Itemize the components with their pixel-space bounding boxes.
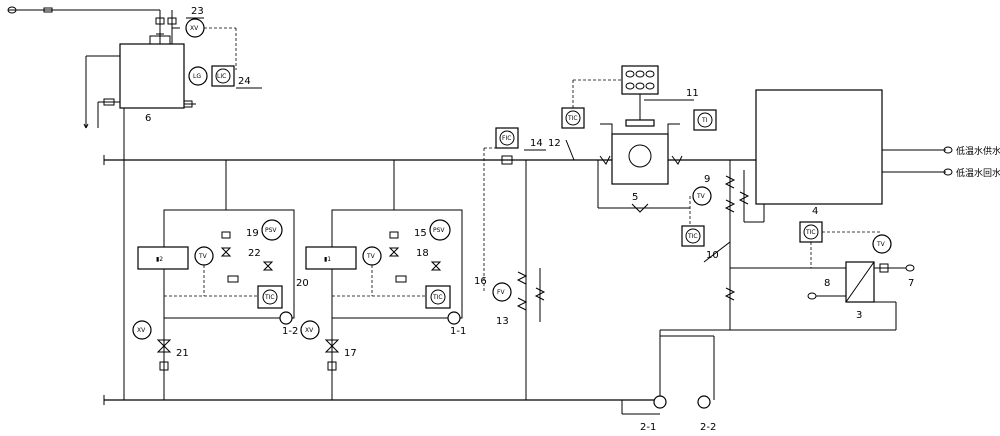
pump-1-1 — [447, 311, 461, 325]
label-24: 24 — [238, 76, 251, 87]
fic-label: FIC — [502, 135, 511, 142]
label-14: 14 — [530, 138, 543, 149]
label-7: 7 — [908, 278, 914, 289]
lg-instrument — [188, 66, 208, 86]
label-11: 11 — [686, 88, 699, 99]
label-1-2: 1-2 — [282, 326, 298, 337]
psv-left — [261, 219, 283, 241]
label-2-1: 2-1 — [640, 422, 656, 433]
tic-left-label: TIC — [264, 294, 275, 301]
xv-left-label: XV — [137, 327, 146, 334]
tic-10-label: TIC — [687, 233, 698, 240]
label-8: 8 — [824, 278, 830, 289]
label-6: 6 — [145, 113, 151, 124]
vessel-5 — [611, 133, 669, 185]
label-12: 12 — [548, 138, 561, 149]
tv-7 — [872, 234, 892, 254]
heater-left — [137, 246, 189, 270]
xv-middle-label: XV — [305, 327, 314, 334]
heater-middle-label: ▮1 — [324, 256, 331, 263]
flow-control-group: FIC FV 13 14 — [483, 127, 546, 327]
heater-array-11 — [621, 65, 659, 95]
label-16: 16 — [474, 276, 487, 287]
label-22: 22 — [248, 248, 261, 259]
pump-1-2 — [279, 311, 293, 325]
outlet-supply-label: 低温水供水 — [956, 145, 1000, 157]
tank-6-group: XV LG LIC 23 24 6 — [7, 6, 262, 400]
tv-9-label: TV — [696, 193, 706, 200]
tic-middle-label: TIC — [432, 294, 443, 301]
label-17: 17 — [344, 348, 357, 359]
tic-top-label: TIC — [567, 115, 578, 122]
psv-left-label: PSV — [265, 227, 277, 234]
tank-4-group: 低温水供水 低温水回水 4 TV 9 TIC 10 — [681, 89, 1000, 330]
left-unit: ▮2 TV PSV TIC XV 19 22 20 1-2 21 — [132, 160, 309, 400]
xv-top-label: XV — [190, 25, 199, 32]
middle-unit: ▮1 TV PSV TIC XV 15 18 16 1-1 17 — [300, 160, 487, 400]
tic-left — [257, 285, 283, 309]
label-5: 5 — [632, 192, 638, 203]
bottom-pumps: 2-1 2-2 — [621, 330, 716, 433]
outlet-return-label: 低温水回水 — [956, 167, 1000, 179]
xv-left — [132, 320, 152, 340]
tv-middle-label: TV — [366, 253, 376, 260]
label-21: 21 — [176, 348, 189, 359]
label-19: 19 — [246, 228, 259, 239]
fv-instrument — [492, 282, 512, 302]
fv-label: FV — [497, 289, 505, 296]
label-9: 9 — [704, 174, 710, 185]
xv-middle — [300, 320, 320, 340]
pump-2-1 — [653, 395, 667, 409]
label-3: 3 — [856, 310, 862, 321]
psv-middle-label: PSV — [433, 227, 445, 234]
psv-middle — [429, 219, 451, 241]
tv-9 — [692, 186, 712, 206]
label-18: 18 — [416, 248, 429, 259]
heater-middle — [305, 246, 357, 270]
label-13: 13 — [496, 316, 509, 327]
tv-left-label: TV — [198, 253, 208, 260]
tic-middle — [425, 285, 451, 309]
vessel-5-group: 12 TIC 11 TI 5 — [548, 65, 717, 213]
tank-6 — [119, 43, 185, 109]
label-20: 20 — [296, 278, 309, 289]
lic-label: LIC — [217, 73, 226, 80]
tank-4 — [755, 89, 883, 205]
tv-7-label: TV — [876, 241, 886, 248]
pump-2-2 — [697, 395, 711, 409]
label-1-1: 1-1 — [450, 326, 466, 337]
label-4: 4 — [812, 206, 818, 217]
heat-exchanger-3-group: TIC TV 8 7 3 — [660, 221, 915, 331]
ti-label: TI — [701, 117, 708, 124]
label-2-2: 2-2 — [700, 422, 716, 433]
label-23: 23 — [191, 6, 204, 17]
tic-4-label: TIC — [805, 229, 816, 236]
label-15: 15 — [414, 228, 427, 239]
heater-left-label: ▮2 — [156, 256, 163, 263]
lg-label: LG — [193, 73, 201, 80]
main-headers — [103, 155, 756, 405]
